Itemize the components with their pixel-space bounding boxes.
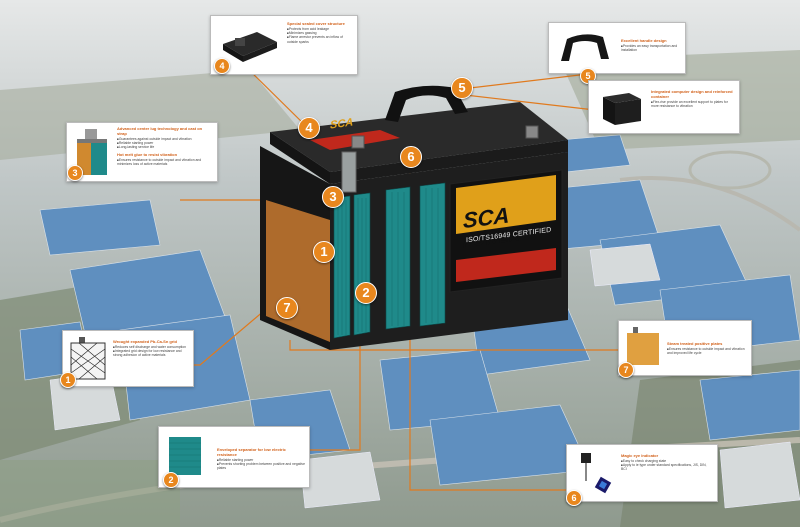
callout-steam-plates: Steam treated positive plates Ensures re… [618, 320, 752, 376]
callout-6-number: 6 [566, 490, 582, 506]
callout-2-bullet: Reliable starting power [217, 458, 305, 462]
callout-sealed-cover: Special sealed cover structure Protects … [210, 15, 358, 75]
callout-2-number: 2 [163, 472, 179, 488]
callout-4-title: Special sealed cover structure [287, 21, 345, 26]
callout-3-bullet: Long-lasting service life [117, 145, 213, 149]
callout-enveloped-separator: Enveloped separator for low electric res… [158, 426, 310, 488]
callout-7-number: 7 [618, 362, 634, 378]
callout-7-title: Steam treated positive plates [667, 341, 723, 346]
callout-reinforced-container: Integrated computer design and reinforce… [588, 80, 740, 134]
callout-1-bullet: Reduces self discharge and water consump… [113, 345, 191, 349]
callout-5b-title: Integrated computer design and reinforce… [651, 89, 733, 99]
callout-center-lug: Advanced center lug technology and cast … [66, 122, 218, 182]
callout-6-bullet: Easy to check charging state [621, 459, 713, 463]
callout-7-bullet: Ensures resistance to outside impact and… [667, 347, 749, 355]
callout-6-title: Magic eye Indicator [621, 453, 659, 458]
marker-3: 3 [322, 186, 344, 208]
grid-thumbnail [70, 337, 106, 380]
callout-magic-eye: Magic eye Indicator Easy to check chargi… [566, 444, 718, 502]
positive-plate-thumbnail [627, 327, 659, 365]
callout-5a-title: Excellent handle design [621, 38, 667, 43]
callout-3-bullet: Guarantees against outside impact and vi… [117, 137, 213, 141]
callout-4-bullet: Minimizes gassing [287, 31, 353, 35]
callout-2-title: Enveloped separator for low electric res… [217, 447, 286, 457]
marker-5: 5 [451, 77, 473, 99]
callout-1-number: 1 [60, 372, 76, 388]
container-thumbnail [603, 93, 641, 125]
callout-4-number: 4 [214, 58, 230, 74]
callout-4-bullet: Protects from acid leakage [287, 27, 353, 31]
callout-wrought-grid: Wrought expanded Pb-Ca-Sn grid Reduces s… [62, 330, 194, 387]
callout-5b-bullet: Flex-rise provide an excellent support t… [651, 100, 735, 108]
marker-4: 4 [298, 117, 320, 139]
callout-3-title: Advanced center lug technology and cast … [117, 126, 203, 136]
handle-thumbnail [561, 34, 609, 61]
callout-5a-bullet: Provides an easy transportation and inst… [621, 44, 681, 52]
callout-3-bullet: Reliable starting power [117, 141, 213, 145]
callout-3-title-2: Hot melt glue to resist vibration [117, 151, 178, 157]
callout-1-bullet: Integrated grid design for low resistanc… [113, 349, 191, 357]
marker-6: 6 [400, 146, 422, 168]
magic-eye-thumbnail [581, 453, 612, 494]
callout-4-bullet: Flame arrestor prevents an inflow of out… [287, 35, 353, 43]
sealed-cover-thumbnail [223, 32, 277, 62]
callout-6-bullet: Apply to ie type under standard specific… [621, 463, 713, 471]
marker-2: 2 [355, 282, 377, 304]
marker-7: 7 [276, 297, 298, 319]
callout-2-bullet: Prevents shorting problem between positi… [217, 462, 305, 470]
callout-handle-design: Excellent handle design Provides an easy… [548, 22, 686, 74]
separator-thumbnail [169, 437, 201, 475]
callout-1-title: Wrought expanded Pb-Ca-Sn grid [113, 339, 177, 344]
callout-3-bullet: Ensures resistance to outside impact and… [117, 158, 213, 166]
callout-3-number: 3 [67, 165, 83, 181]
marker-1: 1 [313, 241, 335, 263]
